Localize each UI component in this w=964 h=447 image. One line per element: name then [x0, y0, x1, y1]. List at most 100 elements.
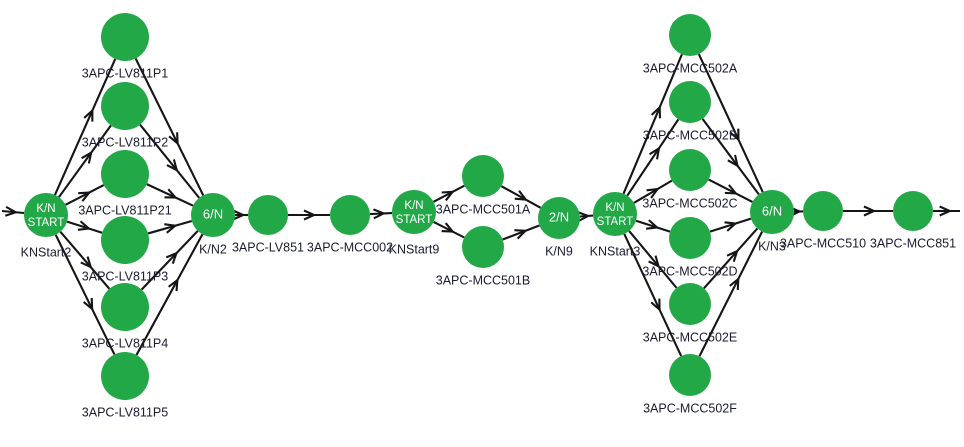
node-label-lv811p1: 3APC-LV811P1 [82, 66, 168, 80]
edge-lv851-to-mcc002 [288, 209, 330, 221]
nodes-layer: K/N START KNStart2 3APC-LV811P1 3APC-LV811P2… [21, 13, 956, 419]
node-label-knstart2: KNStart2 [21, 245, 72, 259]
edge-knstart3-to-mcc502c [633, 179, 673, 204]
edge-entry-to-knstart2 [1, 205, 25, 217]
node-label-lv811p3: 3APC-LV811P3 [82, 269, 168, 283]
node-inner-text-knstart9: K/N [404, 200, 423, 212]
node-mcc502c[interactable]: 3APC-MCC502C [642, 149, 738, 210]
node-circle-lv811p21[interactable] [101, 150, 149, 198]
edges-layer [1, 53, 960, 357]
node-knstart2[interactable]: K/N START KNStart2 [21, 193, 72, 259]
node-label-lv811p2: 3APC-LV811P2 [82, 135, 168, 149]
node-label-lv811p21: 3APC-LV811P21 [78, 203, 171, 217]
edge-knstart2-to-lv811p4 [59, 231, 111, 290]
node-circle-lv851[interactable] [248, 195, 288, 235]
node-kn2[interactable]: 6/N K/N2 [191, 193, 235, 256]
edge-mcc502b-to-kn3 [701, 118, 760, 195]
node-mcc502f[interactable]: 3APC-MCC502F [643, 354, 737, 415]
node-mcc502a[interactable]: 3APC-MCC502A [643, 14, 738, 75]
node-inner-text-knstart9: START [396, 214, 433, 226]
edge-knstart3-to-mcc502d [635, 219, 671, 233]
node-label-knstart9: KNStart9 [389, 242, 440, 256]
node-label-mcc502c: 3APC-MCC502C [642, 196, 737, 210]
edge-knstart9-to-mcc501b [433, 221, 465, 239]
node-kn3[interactable]: 6/NK/N3 [750, 190, 794, 253]
node-label-knstart3: KNStart3 [590, 244, 641, 258]
edge-lv811p21-to-kn2 [146, 183, 194, 207]
node-lv851[interactable]: 3APC-LV851 [232, 195, 304, 254]
node-circle-mcc502b[interactable] [669, 81, 711, 123]
node-circle-kn3[interactable] [750, 190, 794, 234]
node-knstart3[interactable]: K/N START KNStart3 [590, 192, 641, 258]
node-inner-text-knstart3: START [597, 216, 634, 228]
node-mcc510[interactable]: 3APC-MCC510 [780, 191, 866, 250]
node-mcc502b[interactable]: 3APC-MCC502B [643, 81, 737, 142]
node-circle-mcc501a[interactable] [462, 155, 504, 197]
node-mcc502d[interactable]: 3APC-MCC502D [642, 217, 738, 278]
node-circle-mcc502e[interactable] [669, 283, 711, 325]
node-circle-lv811p3[interactable] [101, 216, 149, 264]
node-lv811p4[interactable]: 3APC-LV811P4 [82, 283, 168, 350]
node-lv811p3[interactable]: 3APC-LV811P3 [82, 216, 168, 283]
edge-lv811p4-to-kn2 [140, 230, 199, 291]
node-circle-knstart3[interactable] [593, 192, 637, 236]
node-circle-mcc002[interactable] [330, 195, 370, 235]
node-circle-lv811p1[interactable] [101, 13, 149, 61]
node-circle-mcc510[interactable] [803, 191, 843, 231]
node-lv811p2[interactable]: 3APC-LV811P2 [82, 82, 168, 149]
edge-mcc851-to-exit [933, 205, 960, 217]
node-circle-lv811p2[interactable] [101, 82, 149, 130]
node-inner-text-knstart2: START [28, 217, 65, 229]
node-circle-mcc502c[interactable] [669, 149, 711, 191]
node-circle-lv811p4[interactable] [101, 283, 149, 331]
edge-knstart2-to-lv811p21 [65, 184, 105, 206]
node-label-kn3: K/N3 [758, 239, 786, 253]
node-circle-knstart9[interactable] [392, 190, 436, 234]
node-label-lv811p5: 3APC-LV811P5 [82, 405, 168, 419]
node-circle-knstart2[interactable] [24, 193, 68, 237]
node-circle-kn9[interactable] [538, 197, 580, 239]
node-circle-mcc502d[interactable] [669, 217, 711, 259]
node-lv811p5[interactable]: 3APC-LV811P5 [82, 352, 168, 419]
edge-knstart3-to-mcc502b [626, 118, 680, 197]
edge-mcc502a-to-kn3 [697, 53, 764, 193]
node-circle-mcc851[interactable] [893, 191, 933, 231]
edge-lv811p2-to-kn2 [139, 124, 200, 199]
node-mcc501a[interactable]: 3APC-MCC501A [436, 155, 531, 216]
node-inner-text-knstart2: K/N [36, 203, 55, 215]
node-label-lv811p4: 3APC-LV811P4 [82, 336, 168, 350]
edge-lv811p1-to-kn2 [134, 58, 205, 196]
node-knstart9[interactable]: K/N START KNStart9 [389, 190, 440, 256]
edge-knstart3-to-mcc502e [628, 230, 678, 289]
node-circle-mcc501b[interactable] [462, 226, 504, 268]
edge-knstart2-to-lv811p2 [58, 124, 112, 198]
node-inner-text-knstart3: K/N [605, 202, 624, 214]
node-lv811p21[interactable]: 3APC-LV811P21 [78, 150, 172, 217]
node-mcc501b[interactable]: 3APC-MCC501B [436, 226, 530, 287]
node-kn9[interactable]: 2/NK/N9 [538, 197, 580, 258]
node-inner-text-kn9: 2/N [549, 209, 569, 224]
node-mcc851[interactable]: 3APC-MCC851 [870, 191, 956, 250]
node-circle-kn2[interactable] [191, 193, 235, 237]
node-circle-mcc502a[interactable] [669, 14, 711, 56]
edge-lv811p3-to-kn2 [147, 220, 193, 235]
node-mcc502e[interactable]: 3APC-MCC502E [643, 283, 737, 344]
edge-mcc501a-to-kn9 [500, 185, 542, 209]
edge-knstart2-to-lv811p3 [66, 220, 103, 234]
node-circle-lv811p5[interactable] [101, 352, 149, 400]
node-circle-mcc502f[interactable] [669, 354, 711, 396]
node-label-mcc502a: 3APC-MCC502A [643, 61, 738, 75]
edge-mcc502e-to-kn3 [703, 227, 759, 290]
edge-kn9-to-knstart3 [577, 211, 594, 223]
node-mcc002[interactable]: 3APC-MCC002 [307, 195, 393, 254]
node-inner-text-kn2: 6/N [203, 206, 223, 221]
edge-mcc502f-to-kn3 [698, 231, 764, 357]
node-label-kn2: K/N2 [199, 242, 227, 256]
node-label-lv851: 3APC-LV851 [232, 240, 304, 254]
edge-lv811p5-to-kn2 [135, 233, 204, 356]
node-label-mcc502e: 3APC-MCC502E [643, 330, 737, 344]
node-lv811p1[interactable]: 3APC-LV811P1 [82, 13, 168, 80]
node-label-mcc502b: 3APC-MCC502B [643, 128, 737, 142]
